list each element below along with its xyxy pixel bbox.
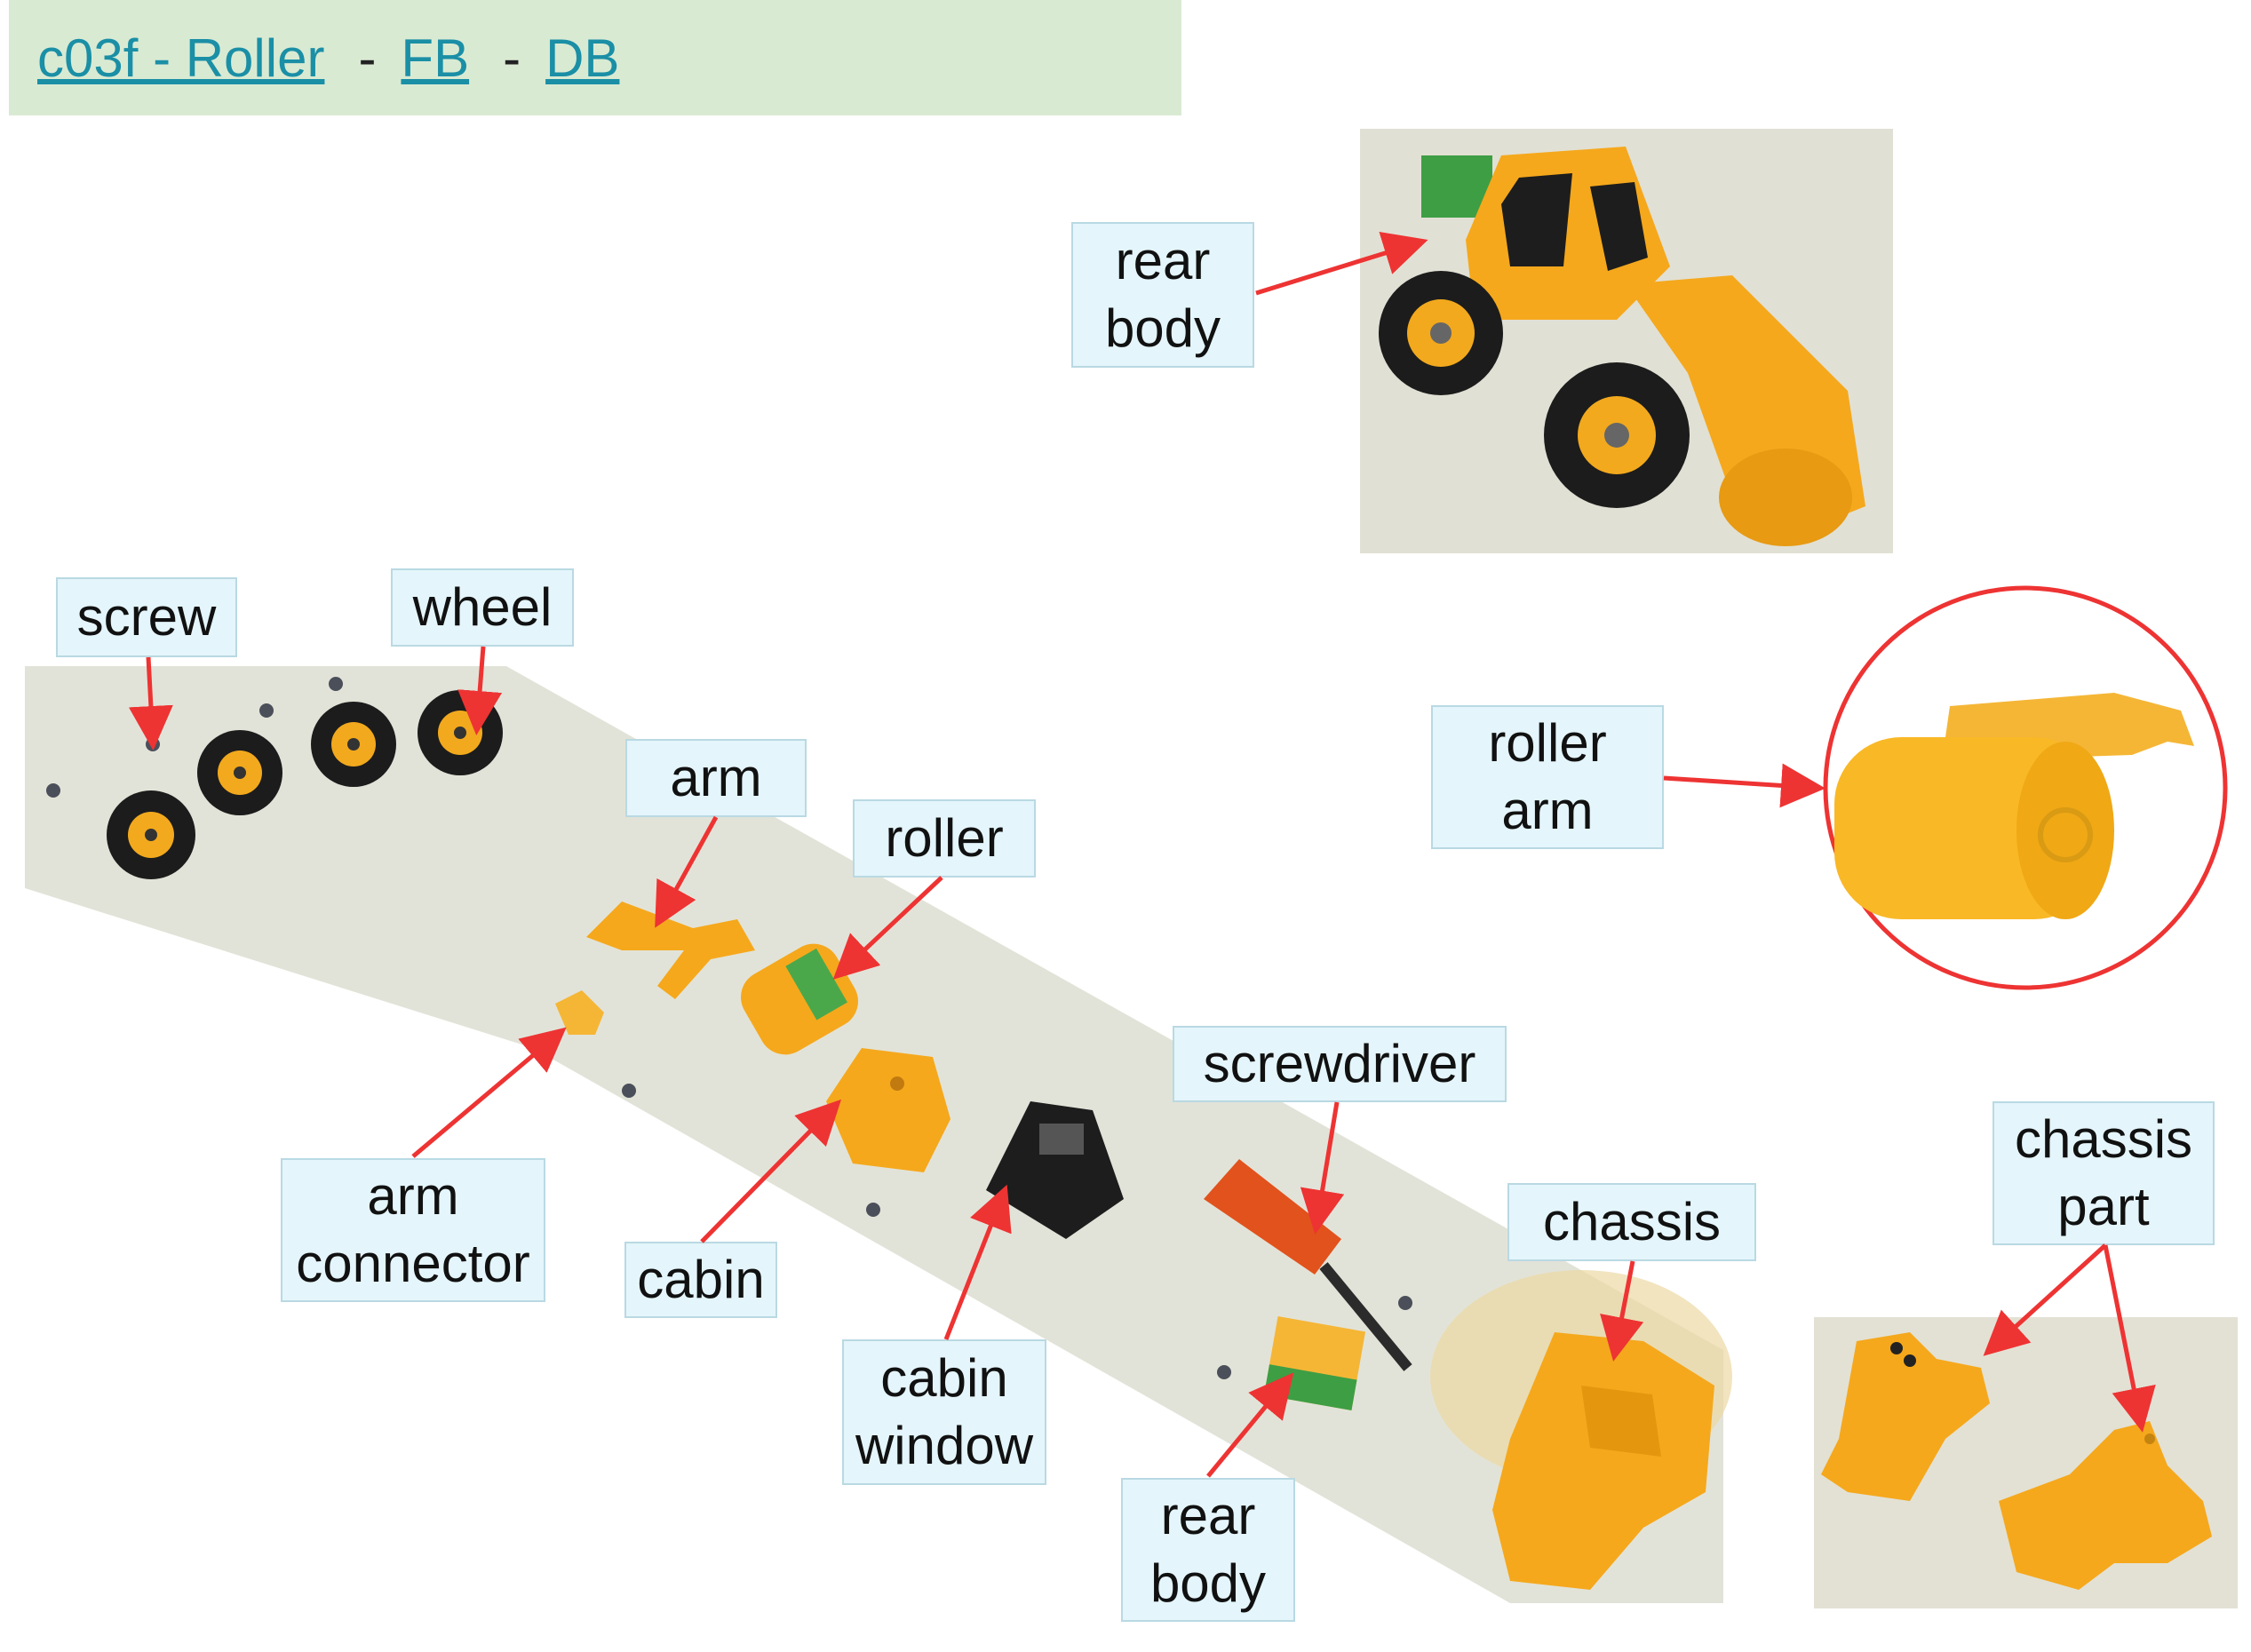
arrow (457, 646, 503, 735)
label-chassis: chassis (1507, 1183, 1756, 1261)
arrow (655, 815, 719, 928)
arrow (700, 1099, 842, 1243)
arrow (1255, 231, 1428, 296)
label-text: body (1104, 298, 1221, 358)
label-text: arm (1501, 781, 1594, 840)
label-text: roller (885, 808, 1004, 868)
chassis-icon (1492, 1332, 1714, 1590)
arrow (128, 656, 173, 751)
arrow (1663, 763, 1825, 808)
label-text: screw (76, 587, 217, 647)
screwdriver-icon (1204, 1159, 1412, 1371)
label-wheel: wheel (391, 568, 574, 647)
label-text: cabin (637, 1250, 765, 1309)
separator: - (358, 28, 377, 88)
label-text: chassis (1542, 1192, 1722, 1251)
arrow (1300, 1101, 1345, 1235)
cabin-window-icon (986, 1101, 1124, 1239)
label-text: wheel (412, 577, 553, 637)
arm-connector-icon (555, 990, 604, 1035)
label-rear-body-top: rear body (1071, 222, 1254, 368)
label-chassis-part: chassis part (1992, 1101, 2215, 1245)
label-text: arm (670, 748, 762, 807)
label-text: part (2057, 1177, 2150, 1236)
label-arm-connector: arm connector (281, 1158, 545, 1302)
label-text: rear (1160, 1486, 1256, 1545)
arrow (1206, 1372, 1294, 1478)
arrow (2103, 1244, 2156, 1433)
arrow (1983, 1243, 2107, 1356)
label-text: window (855, 1416, 1034, 1475)
label-text: screwdriver (1203, 1034, 1476, 1093)
roller-icon (741, 943, 858, 1055)
cabin-icon (826, 1048, 951, 1172)
label-text: rear (1115, 231, 1211, 290)
label-cabin: cabin (624, 1242, 777, 1318)
title-link[interactable]: c03f - Roller (37, 28, 325, 88)
label-cabin-window: cabin window (842, 1339, 1046, 1485)
arm-icon (586, 901, 755, 999)
arrow (943, 1184, 1012, 1340)
header-bar: c03f - Roller - FB - DB (9, 0, 1181, 115)
label-text: body (1149, 1553, 1267, 1613)
label-roller-arm: roller arm (1431, 705, 1664, 849)
arrow (1600, 1260, 1644, 1362)
arrow (832, 876, 943, 980)
label-text: connector (296, 1234, 530, 1293)
label-text: roller (1488, 713, 1607, 773)
fb-link[interactable]: FB (401, 28, 470, 88)
label-text: chassis (2014, 1109, 2193, 1169)
label-roller: roller (853, 799, 1036, 878)
label-rear-body-bottom: rear body (1121, 1478, 1295, 1622)
label-text: arm (367, 1166, 459, 1226)
separator: - (503, 28, 521, 88)
label-screwdriver: screwdriver (1173, 1026, 1507, 1102)
arrow (411, 1027, 567, 1158)
label-arm: arm (625, 739, 807, 817)
label-screw: screw (56, 577, 237, 657)
label-text: cabin (880, 1348, 1008, 1408)
db-link[interactable]: DB (545, 28, 620, 88)
